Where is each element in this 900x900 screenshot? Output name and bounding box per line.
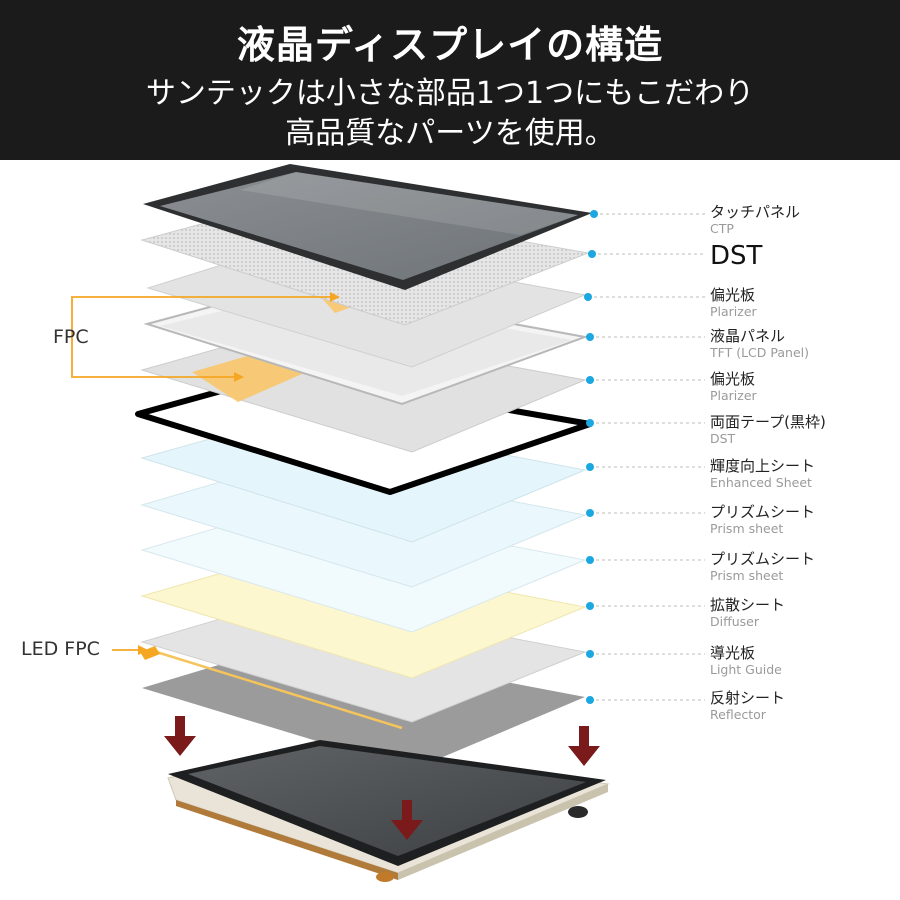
label-reflector: 反射シート Reflector — [710, 689, 786, 723]
label-jp: 導光板 — [710, 644, 756, 662]
label-jp: タッチパネル — [710, 203, 801, 221]
label-jp: 両面テープ(黒枠) — [710, 413, 826, 431]
fpc-arrow-head-upper — [330, 292, 340, 302]
assembled-device-display — [188, 746, 586, 856]
label-light-guide: 導光板 Light Guide — [710, 644, 782, 678]
led-fpc-arrow-head — [138, 645, 148, 655]
label-jp: DST — [710, 241, 763, 271]
label-en: Light Guide — [710, 662, 782, 677]
label-enhanced-sheet: 輝度向上シート Enhanced Sheet — [710, 457, 816, 491]
label-polarizer-lower: 偏光板 Plarizer — [710, 370, 757, 404]
down-arrow-right — [568, 726, 600, 766]
label-lcd-panel: 液晶パネル TFT (LCD Panel) — [710, 327, 809, 361]
label-polarizer-upper: 偏光板 Plarizer — [710, 286, 757, 320]
label-jp: 拡散シート — [710, 596, 786, 614]
label-en: DST — [710, 431, 736, 446]
assembly-arrows — [164, 716, 600, 840]
label-en: Plarizer — [710, 304, 757, 319]
fpc-label: FPC — [53, 326, 89, 348]
down-arrow-left — [164, 716, 196, 756]
layer-diagram — [71, 164, 705, 882]
label-en: CTP — [710, 221, 734, 236]
label-jp: 偏光板 — [710, 370, 756, 388]
label-jp: プリズムシート — [710, 503, 816, 521]
label-prism-sheet-2: プリズムシート Prism sheet — [710, 550, 816, 584]
subtitle-line-2: 高品質なパーツを使用。 — [285, 116, 615, 151]
label-dst-black-frame: 両面テープ(黒枠) DST — [710, 413, 826, 447]
touch-panel-glass — [160, 172, 578, 280]
down-arrow-center — [391, 800, 423, 840]
label-jp: 反射シート — [710, 689, 786, 707]
label-jp: プリズムシート — [710, 550, 816, 568]
label-prism-sheet-1: プリズムシート Prism sheet — [710, 503, 816, 537]
label-en: TFT (LCD Panel) — [710, 345, 809, 360]
label-en: Reflector — [710, 707, 766, 722]
fpc-connector-bottom — [376, 872, 394, 882]
led-fpc-strip — [149, 648, 403, 730]
leader-lines — [588, 213, 705, 701]
fpc-bracket — [71, 296, 332, 378]
label-dst: DST — [710, 241, 762, 271]
touch-panel-reflection — [240, 172, 578, 235]
label-en: Diffuser — [710, 614, 759, 629]
label-en: Enhanced Sheet — [710, 475, 812, 490]
label-diffuser: 拡散シート Diffuser — [710, 596, 786, 630]
label-en: Prism sheet — [710, 521, 784, 536]
assembled-device-side — [398, 784, 608, 880]
led-fpc-tab — [140, 646, 160, 660]
label-touch-panel: タッチパネル CTP — [710, 203, 801, 237]
led-fpc-label: LED FPC — [21, 638, 100, 660]
subtitle-line-1: サンテックは小さな部品1つ1つにもこだわり — [145, 76, 755, 111]
fpc-arrow-head-lower — [234, 372, 244, 382]
page-title: 液晶ディスプレイの構造 — [236, 23, 664, 67]
label-en: Plarizer — [710, 388, 757, 403]
label-jp: 偏光板 — [710, 286, 756, 304]
header-banner: 液晶ディスプレイの構造 サンテックは小さな部品1つ1つにもこだわり 高品質なパー… — [0, 0, 900, 160]
leader-dots — [584, 210, 598, 704]
label-jp: 液晶パネル — [710, 327, 786, 345]
assembled-device-pcb-edge — [176, 800, 398, 880]
label-en: Prism sheet — [710, 568, 784, 583]
label-jp: 輝度向上シート — [710, 457, 816, 475]
fpc-connector-right — [568, 806, 588, 818]
